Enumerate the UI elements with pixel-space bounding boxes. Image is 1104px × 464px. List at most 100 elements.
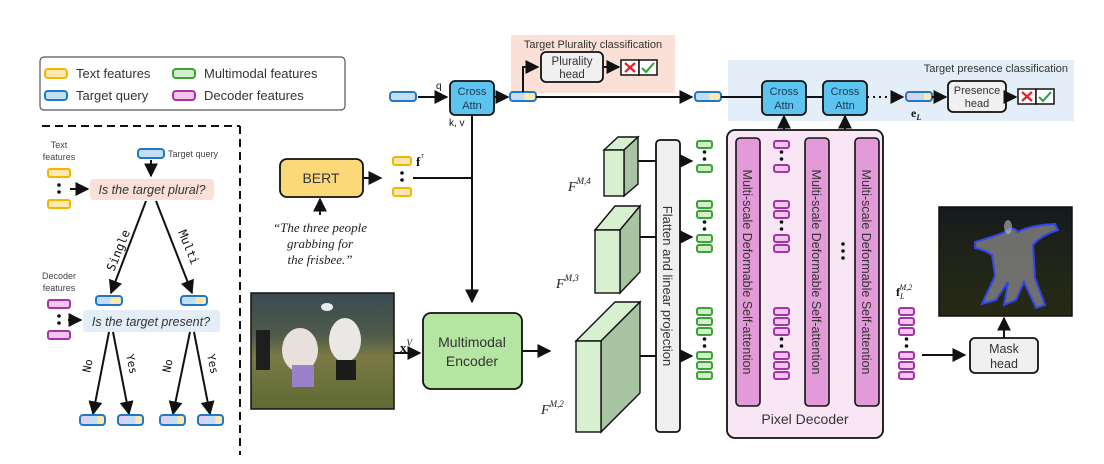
svg-text:Attn: Attn (774, 100, 794, 112)
query-after-cross-attn (509, 91, 537, 102)
msda-block-3: Multi-scale Deformable Self-attention (854, 137, 880, 407)
svg-text:Multi-scale Deformable Self-at: Multi-scale Deformable Self-attention (740, 170, 754, 375)
multimodal-token (696, 200, 713, 209)
legend-label: Multimodal features (204, 66, 318, 81)
decoder-token (773, 351, 790, 360)
svg-text:Mask: Mask (989, 342, 1020, 356)
plural-question-box (90, 179, 214, 200)
plural-question: Is the target plural? (98, 183, 205, 197)
decoder-token (773, 164, 790, 173)
decoder-token (773, 307, 790, 316)
decoder-token (773, 244, 790, 253)
decoder-output-token (898, 327, 915, 336)
feature-map-3-label: FM,3 (555, 273, 579, 292)
plurality-section: Target Plurality classification Pluralit… (511, 35, 675, 93)
feature-map-2-label: FM,2 (540, 399, 564, 418)
bert-caption-3: the frisbee.” (288, 252, 353, 267)
q-label: q (436, 81, 442, 92)
svg-text:Attn: Attn (462, 100, 482, 112)
bert-block: BERT (279, 158, 364, 198)
final-query-symbol: eL (911, 106, 921, 122)
svg-text:Cross: Cross (458, 86, 487, 98)
multimodal-token (696, 351, 713, 360)
single-query-token (95, 295, 123, 306)
pixel-decoder-output-symbol: fLM,2 (896, 283, 912, 301)
decoder-token (773, 327, 790, 336)
plurality-output (620, 59, 658, 76)
decoder-token-stacks (773, 140, 790, 380)
flatten-projection-block: Flatten and linear projection (655, 139, 681, 433)
multimodal-token (696, 210, 713, 219)
decoder-token (773, 317, 790, 326)
present-question-box (83, 310, 220, 332)
multimodal-encoder: Multimodal Encoder (422, 312, 523, 390)
decoder-features-label-2: features (43, 283, 76, 293)
mask-head: Mask head (969, 337, 1039, 374)
multimodal-token (696, 164, 713, 173)
final-query-embedding (905, 91, 933, 102)
legend-item-decoder-features: Decoder features (172, 88, 304, 103)
text-features-label: Text (51, 140, 68, 150)
presence-section-title: Target presence classification (924, 63, 1068, 75)
decoder-token (773, 140, 790, 149)
ellipsis-dot (779, 344, 784, 348)
decoder-token (773, 371, 790, 380)
ellipsis-dot (779, 220, 784, 224)
legend-item-multimodal-features: Multimodal features (172, 66, 318, 81)
multimodal-token-stacks (696, 140, 713, 380)
multi-query-token (180, 295, 208, 306)
plurality-head-label: Plurality (552, 56, 593, 68)
multimodal-token (696, 361, 713, 370)
ellipsis-dot (702, 227, 707, 231)
text-feature-token (47, 199, 71, 209)
target-query-swatch (44, 90, 68, 101)
decoder-token (773, 210, 790, 219)
msda-block-2: Multi-scale Deformable Self-attention (804, 137, 830, 407)
decoder-token (773, 200, 790, 209)
ellipsis-dot (779, 150, 784, 154)
ellipsis-dot (702, 220, 707, 224)
ellipsis-dot (779, 157, 784, 161)
branch-yes-label: Yes (204, 353, 221, 375)
decoder-output-token (898, 371, 915, 380)
output-query-token (79, 414, 106, 426)
presence-output (1017, 88, 1055, 105)
multimodal-token (696, 307, 713, 316)
legend-label: Target query (76, 88, 149, 103)
branch-no-label: No (80, 358, 95, 374)
plurality-section-title: Target Plurality classification (524, 39, 662, 51)
target-query-label: Target query (168, 149, 219, 159)
cross-icon (1021, 91, 1033, 102)
text-feature-token (392, 156, 412, 166)
feature-map-2 (574, 300, 642, 434)
svg-text:Cross: Cross (770, 86, 799, 98)
legend-item-target-query: Target query (44, 88, 149, 103)
svg-text:Multi-scale Deformable Self-at: Multi-scale Deformable Self-attention (809, 170, 823, 375)
msda-block-1: Multi-scale Deformable Self-attention (735, 137, 761, 407)
branch-single-label: Single (104, 228, 133, 273)
ellipsis-dot (779, 227, 784, 231)
plurality-head-label-2: head (559, 69, 585, 81)
cross-icon (624, 62, 636, 73)
multimodal-token (696, 327, 713, 336)
multimodal-token (696, 234, 713, 243)
image-input-symbol: xV (400, 338, 414, 355)
svg-text:Cross: Cross (831, 86, 860, 98)
decoder-output-token (898, 351, 915, 360)
target-query-token (137, 148, 165, 159)
pixel-decoder: Pixel Decoder Multi-scale Deformable Sel… (726, 129, 884, 439)
svg-text:head: head (990, 357, 1018, 371)
feature-map-3 (593, 204, 642, 295)
svg-text:Presence: Presence (954, 85, 1000, 97)
output-query-token (197, 414, 224, 426)
decision-tree-panel: Text features Target query Is the target… (42, 125, 241, 455)
check-icon (641, 62, 655, 74)
pixel-decoder-label: Pixel Decoder (761, 411, 848, 427)
legend-label: Decoder features (204, 88, 304, 103)
ellipsis-dot (57, 183, 61, 187)
multimodal-token (696, 244, 713, 253)
svg-text:Flatten and linear projection: Flatten and linear projection (660, 206, 675, 366)
query-into-decoder (694, 91, 722, 102)
decoder-features-label: Decoder (42, 271, 76, 281)
ellipsis-dot (702, 337, 707, 341)
